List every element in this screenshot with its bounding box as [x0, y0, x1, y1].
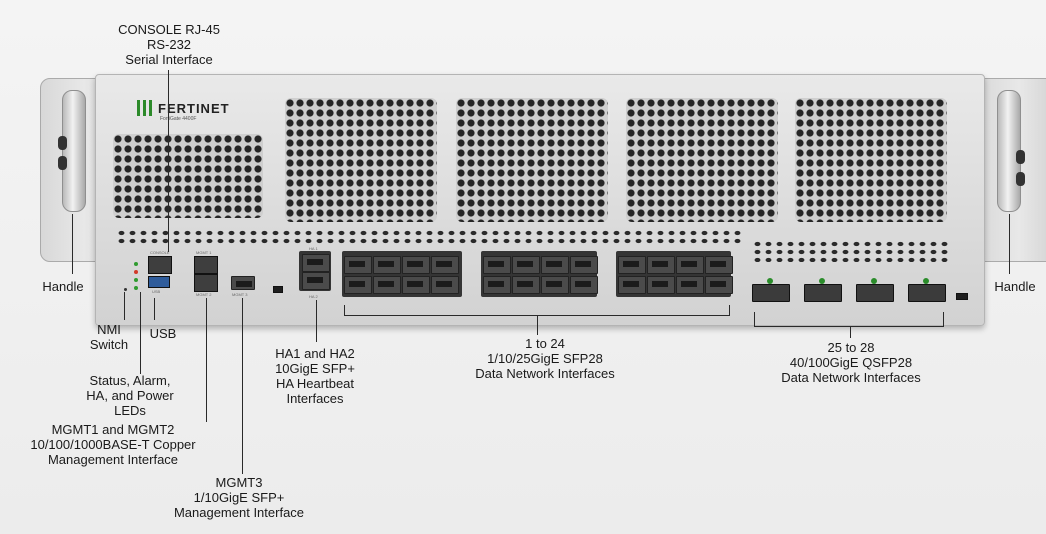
sfp28-port-5[interactable] [402, 256, 430, 274]
sfp28-port-13[interactable] [541, 256, 569, 274]
vent-grille-3 [456, 98, 608, 222]
pointer-handle-left [72, 214, 73, 274]
qsfp28-led-26 [819, 278, 825, 284]
qsfp28-led-27 [871, 278, 877, 284]
power-led [134, 286, 138, 290]
pointer-handle-right [1009, 214, 1010, 274]
label-nmi: NMI Switch [89, 322, 129, 352]
qsfp28-port-26[interactable] [804, 284, 842, 302]
sfp28-port-21[interactable] [676, 256, 704, 274]
qsfp28-led-28 [923, 278, 929, 284]
mgmt3-port[interactable] [231, 276, 255, 290]
sfp28-port-18[interactable] [618, 276, 646, 294]
mgmt2-port[interactable] [194, 274, 218, 292]
mgmt2-silkscreen: MGMT 2 [196, 292, 212, 297]
sfp28-port-12[interactable] [512, 276, 540, 294]
sfp28-port-15[interactable] [570, 256, 598, 274]
fortinet-logo: FERTINET [137, 100, 230, 116]
sfp28-port-24[interactable] [705, 276, 733, 294]
sfp28-port-23[interactable] [705, 256, 733, 274]
pointer-1-24 [537, 315, 538, 335]
label-ports-25-28: 25 to 28 40/100GigE QSFP28 Data Network … [781, 340, 921, 385]
label-usb: USB [149, 326, 177, 341]
bracket-1-24-right [729, 305, 730, 315]
sfp28-port-7[interactable] [431, 256, 459, 274]
sfp28-port-4[interactable] [373, 276, 401, 294]
usb-port[interactable] [148, 276, 170, 288]
ha-led [134, 278, 138, 282]
bracket-25-28-bottom [754, 326, 944, 327]
mgmt3-silkscreen: MGMT 3 [232, 292, 248, 297]
vent-grille-5 [795, 98, 947, 222]
sfp28-port-22[interactable] [676, 276, 704, 294]
sfp28-port-19[interactable] [647, 256, 675, 274]
sfp28-port-3[interactable] [373, 256, 401, 274]
left-ear-slot-bottom [58, 156, 67, 170]
sfp28-port-11[interactable] [512, 256, 540, 274]
label-mgmt3: MGMT3 1/10GigE SFP+ Management Interface [173, 475, 305, 520]
sfp28-port-1[interactable] [344, 256, 372, 274]
label-leds: Status, Alarm, HA, and Power LEDs [86, 373, 174, 418]
sfp28-port-14[interactable] [541, 276, 569, 294]
pointer-nmi [124, 292, 125, 320]
vent-grille-2 [285, 98, 437, 222]
qsfp28-port-25[interactable] [752, 284, 790, 302]
sfp28-port-10[interactable] [483, 276, 511, 294]
label-mgmt12: MGMT1 and MGMT2 10/100/1000BASE-T Copper… [30, 422, 196, 467]
ha2-port[interactable] [302, 272, 330, 290]
sfp28-port-17[interactable] [618, 256, 646, 274]
sfp28-port-6[interactable] [402, 276, 430, 294]
brand-text: FERTINET [158, 100, 230, 116]
left-handle [62, 90, 86, 212]
pointer-usb [154, 298, 155, 320]
ha1-silkscreen: HA 1 [309, 246, 318, 251]
bracket-1-24-left [344, 305, 345, 315]
nmi-switch[interactable] [124, 288, 127, 291]
label-console: CONSOLE RJ-45 RS-232 Serial Interface [118, 22, 220, 67]
vent-strip-right [752, 240, 952, 262]
label-handle-left: Handle [42, 279, 84, 294]
sfp28-port-9[interactable] [483, 256, 511, 274]
mgmt3-indicator [273, 286, 283, 293]
label-ha: HA1 and HA2 10GigE SFP+ HA Heartbeat Int… [275, 346, 355, 406]
bracket-25-28-right [943, 312, 944, 326]
qsfp28-port-28[interactable] [908, 284, 946, 302]
right-ear-slot-bottom [1016, 172, 1025, 186]
label-ports-1-24: 1 to 24 1/10/25GigE SFP28 Data Network I… [475, 336, 615, 381]
ha1-port[interactable] [302, 254, 330, 272]
pointer-mgmt3 [242, 298, 243, 474]
bracket-25-28-left [754, 312, 755, 326]
mgmt1-silkscreen: MGMT 1 [196, 250, 212, 255]
qsfp-indicator [956, 293, 968, 300]
pointer-25-28 [850, 326, 851, 338]
left-ear-slot-top [58, 136, 67, 150]
right-ear-slot-top [1016, 150, 1025, 164]
vent-strip-lower [116, 229, 741, 245]
status-led [134, 262, 138, 266]
qsfp28-port-27[interactable] [856, 284, 894, 302]
pointer-leds [140, 292, 141, 374]
pointer-mgmt12 [206, 298, 207, 422]
ha2-silkscreen: HA 2 [309, 294, 318, 299]
console-port[interactable] [148, 256, 172, 274]
mgmt1-port[interactable] [194, 256, 218, 274]
vent-grille-1 [113, 134, 263, 218]
console-silkscreen: CONSOLE [150, 250, 170, 255]
alarm-led [134, 270, 138, 274]
vent-grille-4 [626, 98, 778, 222]
sfp28-port-16[interactable] [570, 276, 598, 294]
pointer-console [168, 70, 169, 252]
label-handle-right: Handle [994, 279, 1036, 294]
sfp28-port-8[interactable] [431, 276, 459, 294]
sfp28-port-20[interactable] [647, 276, 675, 294]
model-text: FortiGate 4400F [160, 116, 197, 122]
pointer-ha [316, 300, 317, 342]
logo-bars-icon [137, 100, 152, 116]
qsfp28-led-25 [767, 278, 773, 284]
usb-silkscreen: USB [152, 289, 161, 294]
sfp28-port-2[interactable] [344, 276, 372, 294]
